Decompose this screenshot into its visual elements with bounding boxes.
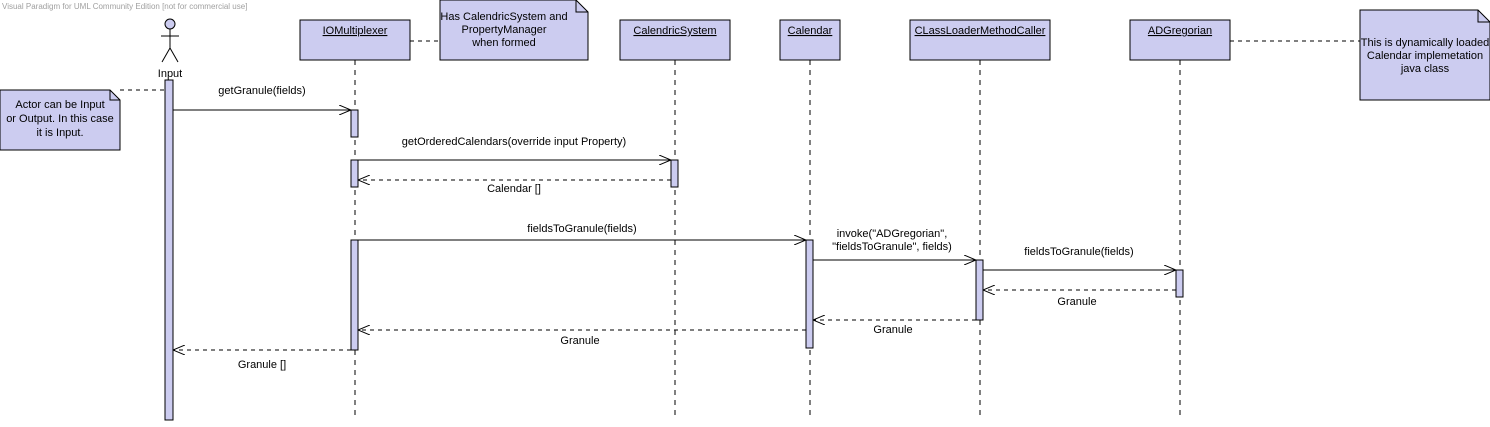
message-label: Granule	[560, 335, 599, 347]
message-m2[interactable]: getOrderedCalendars(override input Prope…	[358, 136, 671, 160]
note-text-line: it is Input.	[36, 127, 83, 139]
note-text-line: Calendar implemetation	[1367, 50, 1483, 62]
lifeline-box-rect	[779, 19, 841, 61]
lifeline-box-loader[interactable]: CLassLoaderMethodCaller	[909, 19, 1051, 61]
lifeline-label-calendar: Calendar	[788, 25, 833, 37]
message-m3[interactable]: Calendar []	[358, 180, 671, 195]
message-label: Granule []	[238, 359, 286, 371]
lifeline-box-iomux[interactable]: IOMultiplexer	[299, 19, 411, 61]
lifeline-label-adgreg: ADGregorian	[1148, 25, 1212, 37]
message-label: getGranule(fields)	[218, 85, 305, 97]
activation-actor	[164, 79, 174, 421]
message-m10[interactable]: Granule []	[173, 350, 351, 371]
message-m8[interactable]: Granule	[813, 320, 976, 336]
lifeline-box-rect	[619, 19, 731, 61]
note-iomux[interactable]: Has CalendricSystem andPropertyManagerwh…	[439, 0, 589, 61]
actor-label: Input	[158, 68, 182, 80]
note-text-line: java class	[1400, 63, 1450, 75]
note-shape	[0, 89, 121, 151]
lifeline-label-calsys: CalendricSystem	[633, 25, 716, 37]
lifeline-label-loader: CLassLoaderMethodCaller	[915, 25, 1046, 37]
note-shape	[1359, 9, 1490, 101]
actor-head	[164, 18, 176, 30]
note-text-line: or Output. In this case	[6, 113, 114, 125]
note-fold	[109, 90, 120, 101]
lifeline-box-adgreg[interactable]: ADGregorian	[1129, 19, 1231, 61]
note-text-line: when formed	[471, 37, 536, 49]
activation-loader	[975, 259, 984, 321]
note-text-line: This is dynamically loaded	[1361, 37, 1489, 49]
lifeline-box-calsys[interactable]: CalendricSystem	[619, 19, 731, 61]
actor-right-leg	[169, 47, 179, 63]
activation-iomux-1	[350, 109, 359, 138]
message-label: invoke("ADGregorian",	[837, 228, 948, 240]
note-text-line: Has CalendricSystem and	[440, 11, 567, 23]
note-shape	[439, 0, 589, 61]
note-fold	[1477, 10, 1490, 23]
lifeline-box-calendar[interactable]: Calendar	[779, 19, 841, 61]
note-text-line: Actor can be Input	[15, 99, 104, 111]
message-label: Calendar []	[487, 183, 541, 195]
message-label: getOrderedCalendars(override input Prope…	[402, 136, 626, 148]
message-m5[interactable]: invoke("ADGregorian","fieldsToGranule", …	[813, 228, 976, 260]
message-m6[interactable]: fieldsToGranule(fields)	[983, 246, 1176, 270]
activation-calendar	[805, 239, 814, 349]
actor-left-leg	[161, 47, 171, 63]
message-m9[interactable]: Granule	[358, 330, 806, 347]
message-m1[interactable]: getGranule(fields)	[173, 85, 351, 110]
lifeline-box-rect	[909, 19, 1051, 61]
activation-calsys	[670, 159, 679, 188]
lifeline-label-iomux: IOMultiplexer	[323, 25, 388, 37]
message-label: fieldsToGranule(fields)	[527, 223, 636, 235]
message-label: fieldsToGranule(fields)	[1024, 246, 1133, 258]
message-m7[interactable]: Granule	[983, 290, 1176, 308]
message-label: Granule	[873, 324, 912, 336]
note-fold	[575, 0, 588, 13]
note-actor[interactable]: Actor can be Input or Output. In this cas…	[0, 89, 121, 151]
lifeline-box-rect	[1129, 19, 1231, 61]
activation-adgreg	[1175, 269, 1184, 298]
activation-iomux-2	[350, 159, 359, 188]
message-label: Granule	[1057, 296, 1096, 308]
activation-iomux-3	[350, 239, 359, 351]
message-label: "fieldsToGranule", fields)	[832, 241, 952, 253]
stick-figure-icon[interactable]	[161, 18, 179, 63]
lifeline-box-rect	[299, 19, 411, 61]
message-m4[interactable]: fieldsToGranule(fields)	[358, 223, 806, 240]
watermark-text: Visual Paradigm for UML Community Editio…	[2, 2, 247, 11]
note-text-line: PropertyManager	[462, 24, 547, 36]
